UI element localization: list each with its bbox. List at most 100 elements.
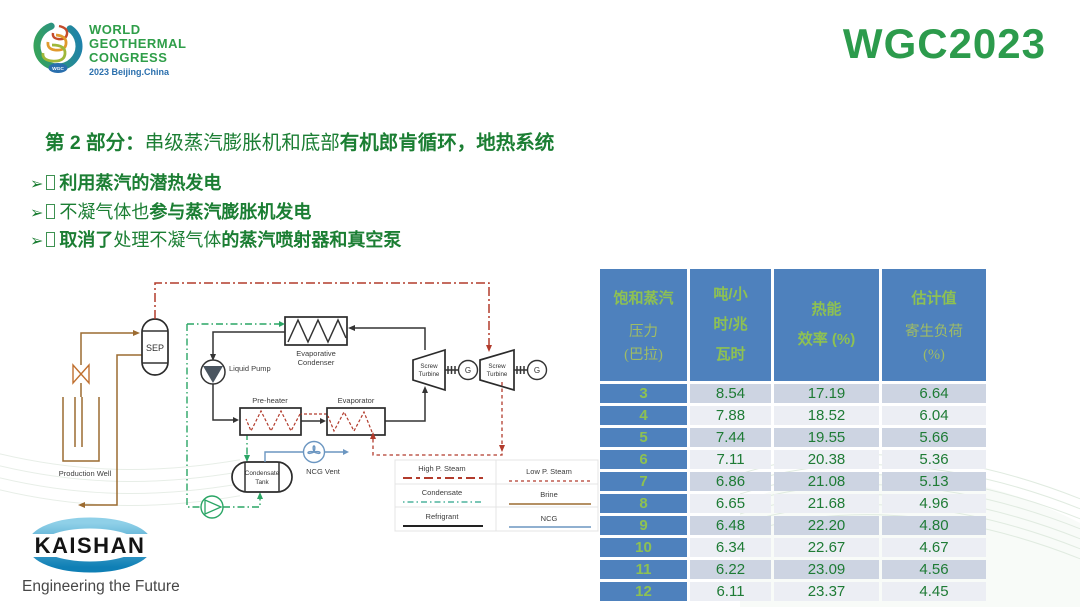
value-cell: 20.38 <box>774 450 879 469</box>
evaporative-condenser-label-1: Evaporative <box>296 349 336 358</box>
value-cell: 7.88 <box>690 406 771 425</box>
value-cell: 6.04 <box>882 406 986 425</box>
high-pressure-steam-line <box>154 282 490 345</box>
wgc-badge-text: WGC <box>52 66 64 72</box>
liquid-pump-label: Liquid Pump <box>229 364 271 373</box>
value-cell: 4.45 <box>882 582 986 601</box>
bullet-2-text-b: 参与蒸汽膨胀机发电 <box>149 201 312 222</box>
bullet-2-text-a: 不凝气体也 <box>59 201 150 222</box>
legend-label-high-p-steam: High P. Steam <box>418 464 465 473</box>
value-cell: 4.96 <box>882 494 986 513</box>
legend-label-condensate: Condensate <box>422 488 462 497</box>
pressure-cell: 3 <box>600 384 687 403</box>
value-cell: 17.19 <box>774 384 879 403</box>
pressure-cell: 4 <box>600 406 687 425</box>
evaporator-label: Evaporator <box>338 396 375 405</box>
kaishan-swoosh-icon <box>18 517 162 573</box>
value-cell: 7.44 <box>690 428 771 447</box>
bullet-arrow-icon: ➢ <box>30 204 44 222</box>
value-cell: 6.11 <box>690 582 771 601</box>
value-cell: 5.13 <box>882 472 986 491</box>
bullet-3-text-b: 处理不凝气体 <box>113 230 222 250</box>
legend-label-ncg: NCG <box>541 514 558 523</box>
condensate-tank-label-1: Condensate <box>245 470 280 477</box>
value-cell: 6.64 <box>882 384 986 403</box>
pressure-cell: 5 <box>600 428 687 447</box>
value-cell: 6.34 <box>690 538 771 557</box>
pressure-cell: 8 <box>600 494 687 513</box>
ncg-fan-icon <box>302 440 326 464</box>
value-cell: 6.65 <box>690 494 771 513</box>
kaishan-logo: KAISHAN <box>18 517 162 573</box>
value-cell: 6.86 <box>690 472 771 491</box>
pressure-cell: 6 <box>600 450 687 469</box>
results-table-container: 饱和蒸汽 压力 (巴拉) 吨/小 时/兆 瓦时 热能 效率 (%) 估计值 寄生… <box>597 266 989 604</box>
evaporator-icon: Evaporator <box>326 396 386 436</box>
diagram-legend: High P. Steam Low P. Steam Condensate Br… <box>394 459 599 532</box>
missing-glyph-box <box>46 175 56 190</box>
bullet-arrow-icon: ➢ <box>30 176 44 193</box>
value-cell: 22.20 <box>774 516 879 535</box>
bullet-3-text-a: 取消了 <box>59 230 114 250</box>
value-cell: 4.56 <box>882 560 986 579</box>
col-header-thermal-efficiency: 热能 效率 (%) <box>774 269 879 381</box>
value-cell: 22.67 <box>774 538 879 557</box>
legend-label-low-p-steam: Low P. Steam <box>526 467 572 476</box>
generator-1-icon: G <box>457 359 479 381</box>
slide-title: 第 2 部分：串级蒸汽膨胀机和底部有机郎肯循环，地热系统 <box>45 126 554 155</box>
pressure-cell: 7 <box>600 472 687 491</box>
value-cell: 4.67 <box>882 538 986 557</box>
value-cell: 7.11 <box>690 450 771 469</box>
logo-line-year: 2023 Beijing.China <box>89 67 170 77</box>
value-cell: 18.52 <box>774 406 879 425</box>
condensate-tank-label-2: Tank <box>255 479 269 486</box>
generator-2-icon: G <box>526 359 548 381</box>
logo-line-world: WORLD <box>89 22 141 37</box>
missing-glyph-box <box>46 232 56 247</box>
production-well-icon: Production Well <box>59 397 112 478</box>
value-cell: 6.22 <box>690 560 771 579</box>
value-cell: 19.55 <box>774 428 879 447</box>
low-pressure-steam-line <box>372 382 503 456</box>
value-cell: 23.09 <box>774 560 879 579</box>
generator-2-label: G <box>534 366 540 375</box>
conference-brand-title: WGC2023 <box>842 20 1046 67</box>
wgc-ring-icon: WGC <box>33 21 83 73</box>
screw-turbine-2-label-2: Turbine <box>487 371 508 378</box>
value-cell: 6.48 <box>690 516 771 535</box>
screw-turbine-2-icon: Screw Turbine <box>479 348 515 392</box>
slide-title-prefix: 第 2 部分： <box>45 132 145 154</box>
value-cell: 5.66 <box>882 428 986 447</box>
separator-label: SEP <box>146 343 164 353</box>
slide-title-tail: 有机郎肯循环，地热系统 <box>339 132 555 154</box>
pressure-cell: 12 <box>600 582 687 601</box>
missing-glyph-box <box>46 203 56 219</box>
condensate-tank-icon: Condensate Tank <box>231 461 293 493</box>
process-flow-diagram: Production Well SEP Evaporative Condense… <box>59 282 599 532</box>
kaishan-brand-text: KAISHAN <box>35 533 146 558</box>
col-header-estimated-parasitic-load: 估计值 寄生负荷 (%) <box>882 269 986 381</box>
pre-heater-icon: Pre-heater <box>239 396 302 436</box>
legend-label-brine: Brine <box>540 490 558 499</box>
separator-vessel: SEP <box>141 318 169 376</box>
col-header-tons-per-hour-per-mwh: 吨/小 时/兆 瓦时 <box>690 269 771 381</box>
ncg-vent-label: NCG Vent <box>306 467 341 476</box>
pressure-cell: 10 <box>600 538 687 557</box>
legend-label-refrigerant: Refrigrant <box>426 512 460 521</box>
pressure-cell: 9 <box>600 516 687 535</box>
liquid-pump-icon: Liquid Pump <box>200 359 271 385</box>
value-cell: 23.37 <box>774 582 879 601</box>
bullet-1-text: 利用蒸汽的潜热发电 <box>59 173 222 193</box>
generator-1-label: G <box>465 366 471 375</box>
col-header-saturated-steam-pressure: 饱和蒸汽 压力 (巴拉) <box>600 269 687 381</box>
pre-heater-label: Pre-heater <box>252 396 288 405</box>
value-cell: 8.54 <box>690 384 771 403</box>
